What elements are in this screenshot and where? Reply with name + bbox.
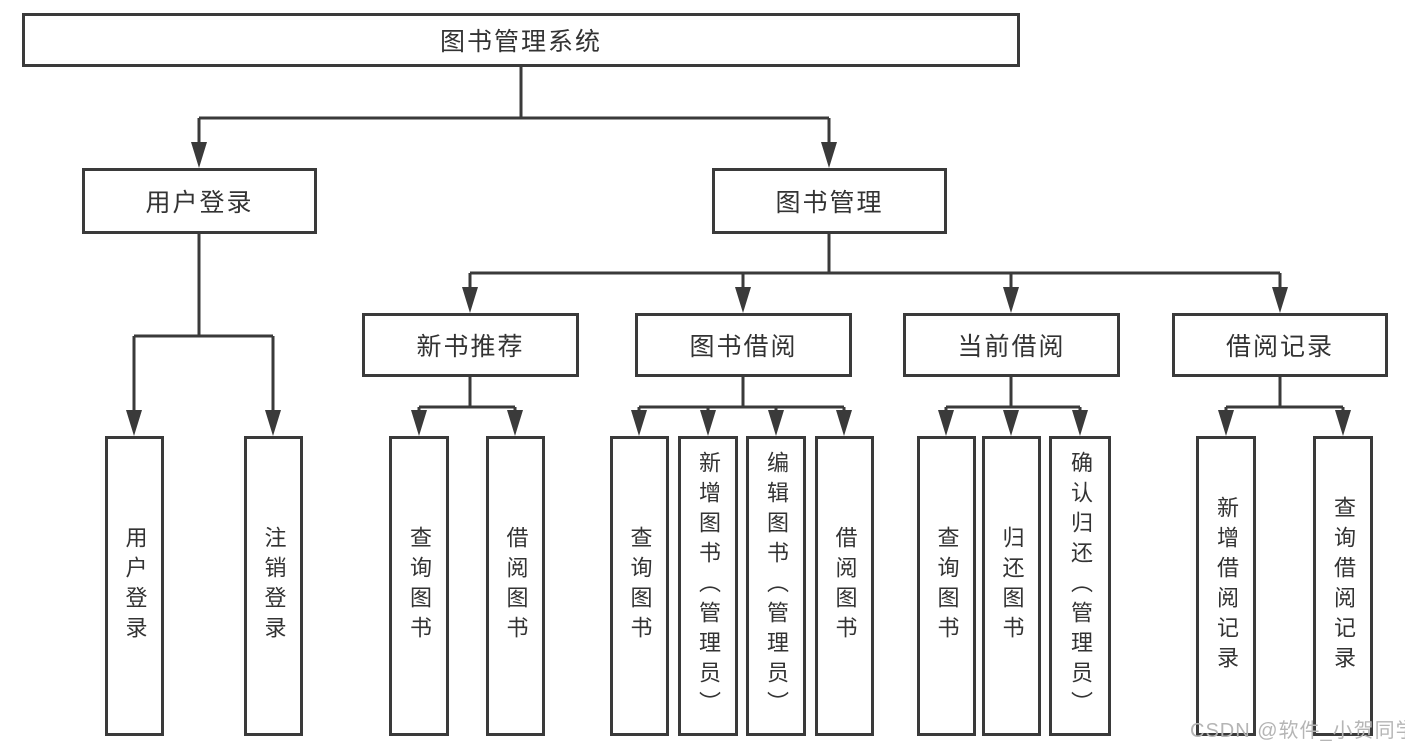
leaf-borrow-books: 借阅图书	[486, 436, 545, 736]
leaf-confirm-return-admin: 确认归还（管理员）	[1049, 436, 1111, 736]
csdn-watermark: CSDN @软件_小贺同学	[1190, 720, 1405, 742]
leaf-borrow-books-2: 借阅图书	[815, 436, 874, 736]
leaf-user-login: 用户登录	[105, 436, 164, 736]
leaf-add-books-admin: 新增图书（管理员）	[678, 436, 738, 736]
leaf-return-books: 归还图书	[982, 436, 1041, 736]
leaf-query-borrow-record: 查询借阅记录	[1313, 436, 1373, 736]
node-user-login: 用户登录	[82, 168, 317, 234]
node-borrowing-records: 借阅记录	[1172, 313, 1388, 377]
node-current-borrowing: 当前借阅	[903, 313, 1120, 377]
leaf-query-books: 查询图书	[389, 436, 449, 736]
leaf-query-books-3: 查询图书	[917, 436, 976, 736]
node-library-management-system: 图书管理系统	[22, 13, 1020, 67]
leaf-edit-books-admin: 编辑图书（管理员）	[746, 436, 806, 736]
leaf-logout: 注销登录	[244, 436, 303, 736]
node-book-management: 图书管理	[712, 168, 947, 234]
leaf-add-borrow-record: 新增借阅记录	[1196, 436, 1256, 736]
node-new-book-recommendation: 新书推荐	[362, 313, 579, 377]
node-book-borrowing: 图书借阅	[635, 313, 852, 377]
leaf-query-books-2: 查询图书	[610, 436, 669, 736]
